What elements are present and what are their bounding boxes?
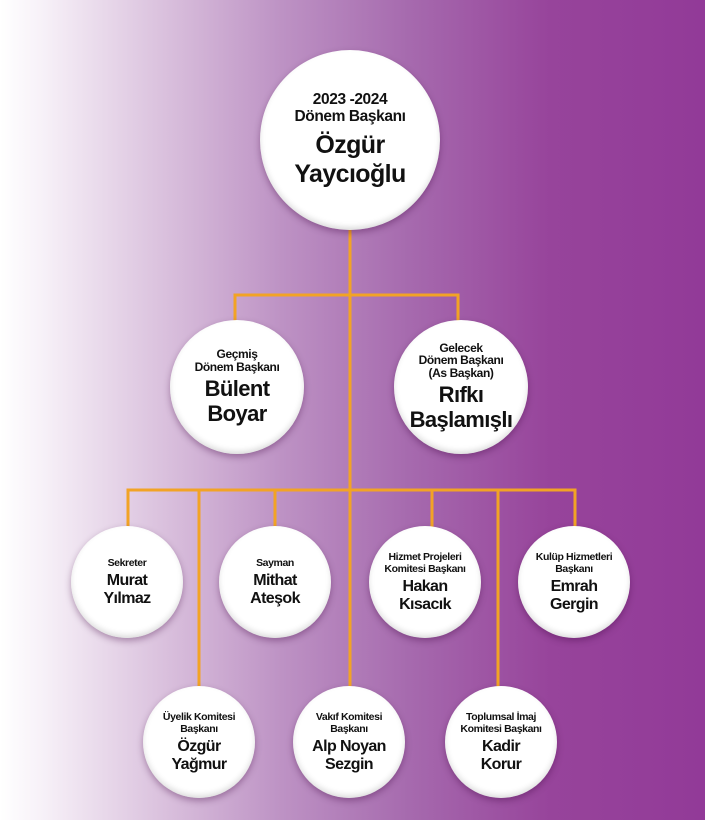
foundation-role: Vakıf Komitesi Başkanı [315,710,383,735]
club-services-role: Kulüp Hizmetleri Başkanı [535,550,613,575]
president-elect-name: Rıfkı Başlamışlı [409,382,513,433]
club-services-name: Emrah Gergin [550,577,599,613]
foundation-node: Vakıf Komitesi Başkanı Alp Noyan Sezgin [293,686,405,798]
membership-node: Üyelik Komitesi Başkanı Özgür Yağmur [143,686,255,798]
membership-name: Özgür Yağmur [171,737,227,773]
public-image-name: Kadir Korur [480,737,522,773]
past-president-name: Bülent Boyar [204,376,270,426]
president-role: 2023 -2024 Dönem Başkanı [294,91,406,125]
service-projects-name: Hakan Kısacık [399,577,451,613]
past-president-node: Geçmiş Dönem Başkanı Bülent Boyar [170,320,304,454]
president-elect-node: Gelecek Dönem Başkanı (As Başkan) Rıfkı … [394,320,528,454]
secretary-role: Sekreter [107,556,147,569]
foundation-name: Alp Noyan Sezgin [312,737,386,773]
membership-role: Üyelik Komitesi Başkanı [162,710,236,735]
treasurer-name: Mithat Ateşok [250,571,300,607]
public-image-node: Toplumsal İmaj Komitesi Başkanı Kadir Ko… [445,686,557,798]
past-president-role: Geçmiş Dönem Başkanı [194,347,280,374]
treasurer-role: Sayman [256,556,294,569]
public-image-role: Toplumsal İmaj Komitesi Başkanı [460,710,542,735]
treasurer-node: Sayman Mithat Ateşok [219,526,331,638]
president-elect-role: Gelecek Dönem Başkanı (As Başkan) [418,340,504,380]
secretary-node: Sekreter Murat Yılmaz [71,526,183,638]
club-services-node: Kulüp Hizmetleri Başkanı Emrah Gergin [518,526,630,638]
president-node: 2023 -2024 Dönem Başkanı Özgür Yaycıoğlu [260,50,440,230]
secretary-name: Murat Yılmaz [103,571,151,607]
service-projects-node: Hizmet Projeleri Komitesi Başkanı Hakan … [369,526,481,638]
president-name: Özgür Yaycıoğlu [294,131,406,188]
service-projects-role: Hizmet Projeleri Komitesi Başkanı [384,550,466,575]
